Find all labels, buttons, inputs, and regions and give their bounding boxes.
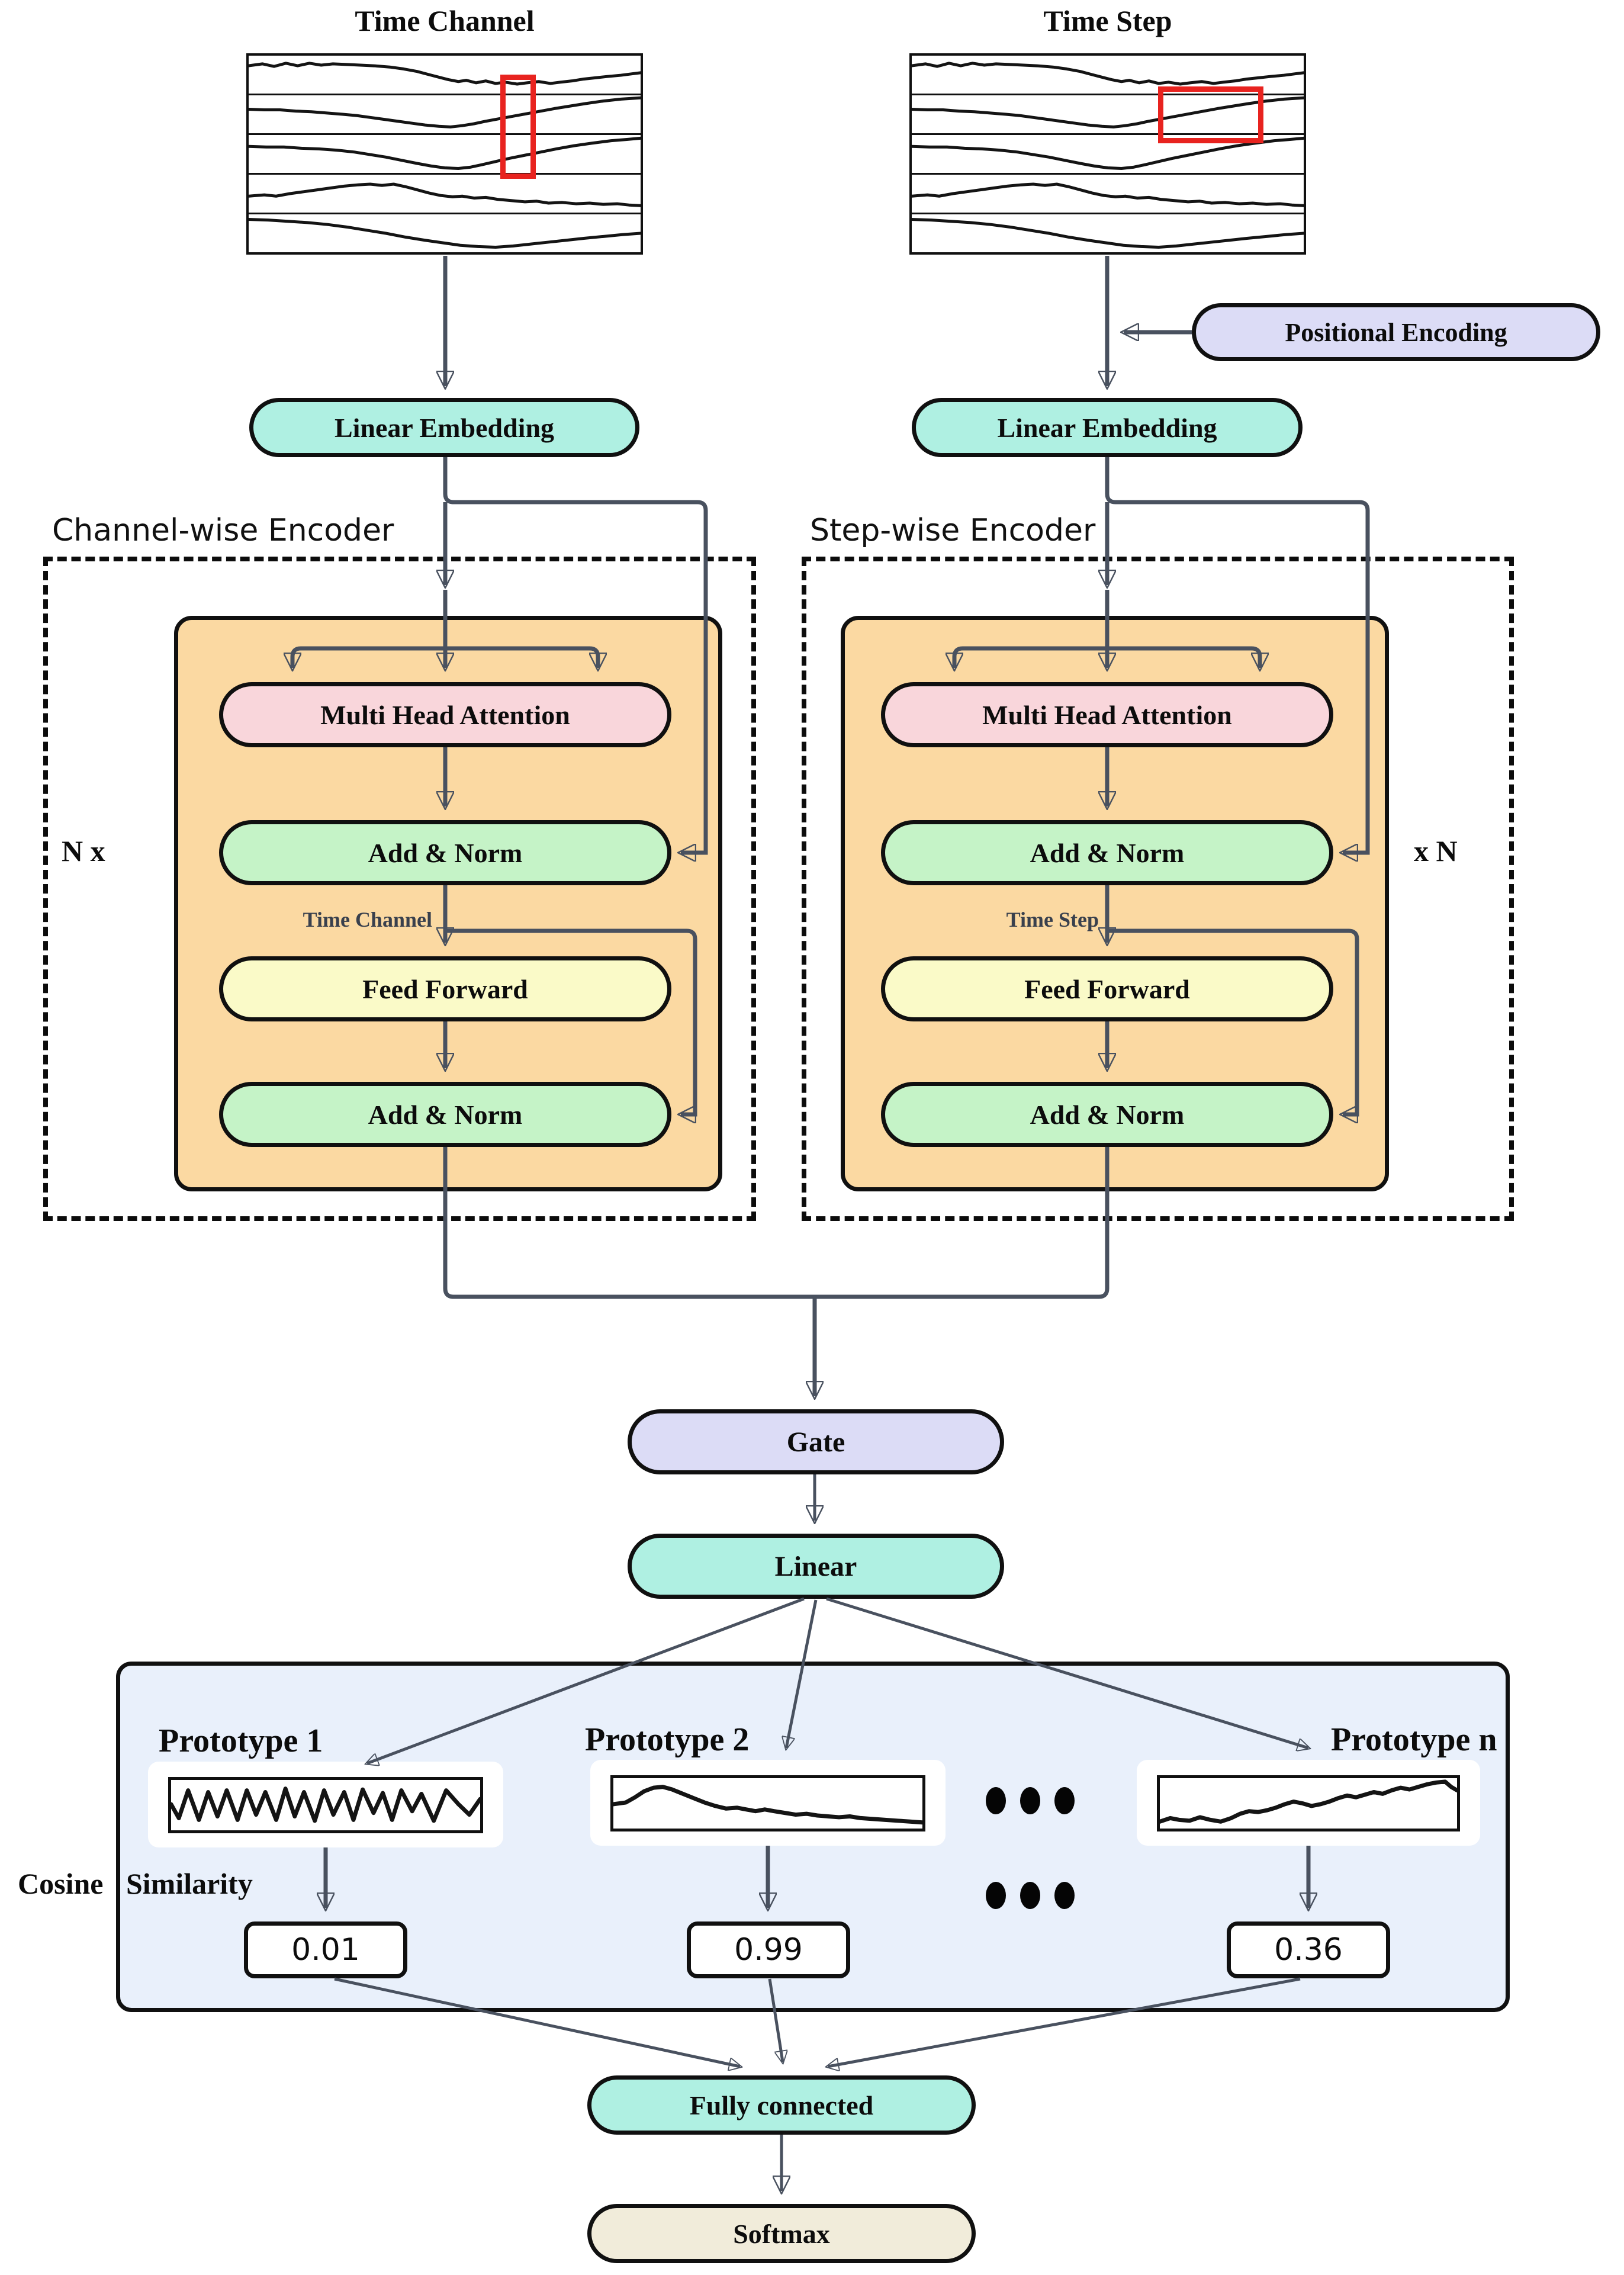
channel-highlight-region [500, 75, 536, 179]
prototype-1-label: Prototype 1 [159, 1723, 323, 1759]
signal-row [912, 56, 1304, 95]
add-norm-1-right: Add & Norm [881, 820, 1333, 885]
signal-row [912, 135, 1304, 175]
add-norm-1-left: Add & Norm [219, 820, 671, 885]
prototype-n-label: Prototype n [1331, 1721, 1497, 1758]
time-channel-signal-plot [246, 53, 643, 255]
waveform-frame [1157, 1775, 1460, 1831]
repeat-label-left: N x [62, 834, 105, 867]
residual-label-right: Time Step [1006, 908, 1099, 931]
similarity-score-2: 0.99 [687, 1921, 850, 1978]
signal-row [249, 175, 641, 214]
multi-head-attention-left: Multi Head Attention [219, 682, 671, 747]
input-title-time-channel: Time Channel [355, 4, 535, 37]
feed-forward-right: Feed Forward [881, 956, 1333, 1021]
waveform-frame [610, 1775, 925, 1831]
similarity-score-n: 0.36 [1227, 1921, 1390, 1978]
similarity-score-1: 0.01 [244, 1921, 407, 1978]
input-title-time-step: Time Step [1043, 4, 1172, 37]
signal-row [912, 95, 1304, 135]
multi-head-attention-right: Multi Head Attention [881, 682, 1333, 747]
prototype-n-waveform [1137, 1760, 1480, 1846]
prototype-1-waveform [148, 1762, 503, 1847]
time-step-signal-plot [909, 53, 1306, 255]
channel-encoder-dashed-region [43, 557, 756, 1221]
signal-row [912, 175, 1304, 214]
ellipsis-icon [986, 1787, 1075, 1814]
step-highlight-region [1158, 86, 1263, 143]
add-norm-2-left: Add & Norm [219, 1082, 671, 1147]
signal-row [912, 214, 1304, 252]
signal-row [249, 56, 641, 95]
step-wise-encoder-label: Step-wise Encoder [810, 513, 1096, 548]
prototype-2-waveform [590, 1760, 946, 1846]
linear-embedding-block-left: Linear Embedding [249, 398, 639, 457]
linear-embedding-block-right: Linear Embedding [912, 398, 1303, 457]
residual-label-left: Time Channel [303, 908, 432, 931]
signal-row [249, 214, 641, 252]
positional-encoding-block: Positional Encoding [1192, 303, 1600, 361]
channel-wise-encoder-label: Channel-wise Encoder [52, 513, 394, 548]
feed-forward-left: Feed Forward [219, 956, 671, 1021]
ellipsis-icon [986, 1882, 1075, 1909]
add-norm-2-right: Add & Norm [881, 1082, 1333, 1147]
linear-block: Linear [628, 1534, 1004, 1599]
gate-block: Gate [628, 1409, 1004, 1474]
signal-row [249, 95, 641, 135]
waveform-frame [168, 1777, 483, 1833]
signal-row [249, 135, 641, 175]
cosine-similarity-label: Cosine Similarity [18, 1867, 253, 1900]
prototype-2-label: Prototype 2 [585, 1721, 750, 1758]
softmax-block: Softmax [587, 2204, 976, 2263]
repeat-label-right: x N [1414, 834, 1458, 867]
fully-connected-block: Fully connected [587, 2075, 976, 2135]
